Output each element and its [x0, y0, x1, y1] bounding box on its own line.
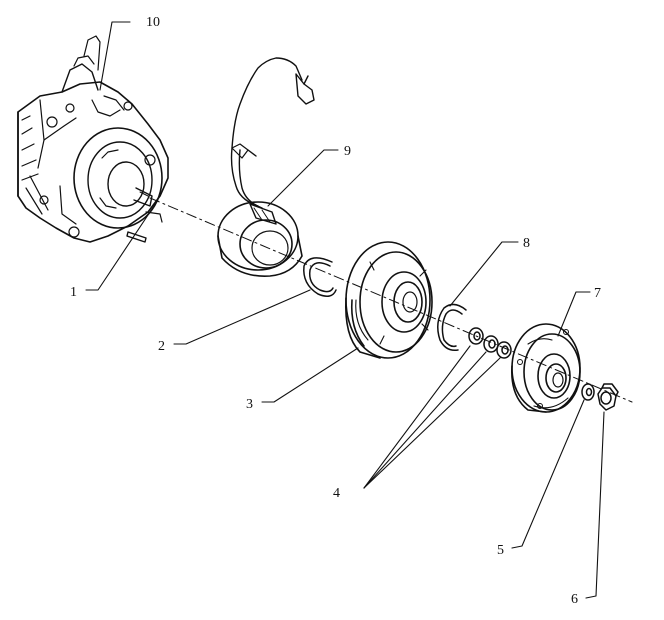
leader-3	[261, 347, 359, 403]
leader-1	[85, 199, 159, 291]
shims	[468, 327, 512, 359]
armature-plate	[511, 323, 581, 413]
leader-10	[99, 21, 131, 91]
callout-5: 5	[497, 543, 504, 558]
leader-4a	[363, 345, 471, 489]
washer	[581, 383, 595, 401]
callout-9: 9	[344, 144, 351, 159]
leader-5	[511, 399, 585, 549]
leader-4c	[363, 357, 501, 489]
shaft-key	[126, 231, 147, 243]
callout-2: 2	[158, 339, 165, 354]
leader-lines	[85, 21, 605, 599]
center-axis-line	[149, 197, 633, 403]
leader-9	[267, 149, 339, 207]
pulley-rotor	[344, 241, 433, 359]
compressor-body	[17, 35, 169, 243]
callout-6: 6	[571, 592, 578, 607]
callout-4: 4	[333, 486, 340, 501]
callout-8: 8	[523, 236, 530, 251]
snap-ring-hub	[437, 303, 467, 352]
leader-4b	[363, 351, 487, 489]
callout-7: 7	[594, 286, 601, 301]
leader-2	[173, 289, 311, 345]
leader-6	[585, 411, 605, 599]
callout-3: 3	[246, 397, 253, 412]
snap-ring-pulley	[303, 257, 337, 297]
coil-lead-wire	[230, 57, 315, 209]
callout-10: 10	[146, 15, 160, 30]
field-coil	[217, 201, 303, 277]
retaining-nut	[597, 383, 619, 411]
callout-1: 1	[70, 285, 77, 300]
leader-8	[449, 241, 519, 307]
leader-7	[557, 291, 591, 337]
